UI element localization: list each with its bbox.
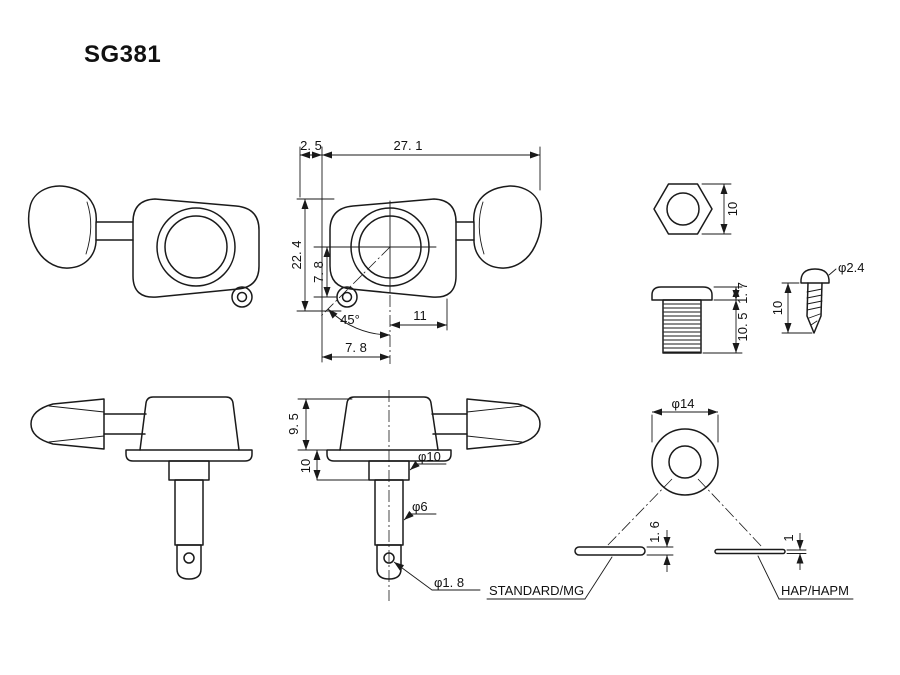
screw-group: φ2.4 10 [770, 260, 865, 334]
label-standard-mg: STANDARD/MG [489, 583, 584, 598]
washer-inner-circle [668, 445, 702, 479]
front-post-tip-right [376, 544, 402, 580]
dim-label-angle: 45° [340, 312, 360, 327]
leader-post-dia [409, 460, 420, 471]
washer-group: φ14 1. 6 1 STANDARD/MG HAP/HAPM [486, 396, 854, 600]
label-hap-hapm: HAP/HAPM [781, 583, 849, 598]
tuner-button-right-facet [478, 201, 485, 255]
hex-nut-outline [653, 183, 713, 235]
washer-side-standard [574, 546, 646, 556]
side-view-group: 2. 5 27. 1 22. 4 7. 8 45° 11 7. 8 [27, 138, 543, 364]
bushing-body [662, 299, 702, 354]
front-button-right [466, 398, 541, 450]
front-post-wide-left [168, 460, 210, 481]
dim-label-overall: 27. 1 [394, 138, 423, 153]
dim-label-hole-offset: 7. 8 [345, 340, 367, 355]
page-title: SG381 [84, 41, 161, 68]
mounting-ear-hole-right [341, 291, 353, 303]
string-hole-right [383, 552, 395, 564]
dim-label-hap-thickness: 1 [781, 534, 796, 541]
dim-label-shaft-dia: φ6 [412, 499, 428, 514]
dim-label-nut: 10 [725, 202, 740, 216]
front-button-left [30, 398, 105, 450]
mounting-ear-left [231, 286, 253, 308]
tuner-button-left-facet [85, 201, 92, 255]
dim-label-hole-dia: φ1. 8 [434, 575, 464, 590]
gear-cover-outer-left [156, 207, 236, 287]
bushing-flange [651, 286, 713, 301]
mounting-ear-hole-left [236, 291, 248, 303]
front-button-right-facet [466, 435, 523, 443]
dim-label-offset: 2. 5 [300, 138, 322, 153]
dim-label-center-to-edge: 11 [413, 308, 427, 323]
projection-line-left [606, 478, 673, 547]
front-base-left [125, 449, 253, 462]
projection-line-right [697, 478, 764, 549]
front-base-right [326, 449, 452, 462]
angle-arc [327, 308, 391, 339]
dim-label-button: 9. 5 [286, 413, 301, 435]
leader-line [828, 268, 837, 276]
screw-threads [806, 288, 823, 326]
dim-label-flange: 1. 7 [735, 282, 750, 304]
dim-label-body: 10. 5 [735, 313, 750, 342]
mounting-ear-right [336, 286, 358, 308]
front-button-left-facet [48, 435, 105, 443]
front-post-narrow-left [174, 479, 204, 546]
bushing-threads [663, 303, 701, 353]
screw-head [800, 268, 830, 284]
front-post-tip-left [176, 544, 202, 580]
dim-label-screw-length: 10 [770, 301, 785, 315]
front-button-right-facet [466, 405, 523, 413]
bushing-group: 1. 7 10. 5 [651, 282, 750, 354]
nut-group: 10 [653, 183, 740, 235]
hex-nut-hole [666, 192, 700, 226]
tuner-button-right [473, 185, 543, 269]
washer-outer-circle [651, 428, 719, 496]
front-housing-left [139, 396, 240, 451]
front-button-left-facet [48, 405, 105, 413]
dim-label-standard-thickness: 1. 6 [647, 521, 662, 543]
gear-cover-inner-left [164, 215, 228, 279]
gear-housing-left [132, 198, 260, 298]
dim-label-height: 22. 4 [289, 241, 304, 270]
dim-label-washer-dia: φ14 [672, 396, 695, 411]
string-hole-left [183, 552, 195, 564]
front-view-group: 9. 5 10 φ10 φ6 φ1. 8 [30, 390, 541, 601]
screw-shank [806, 282, 823, 334]
tuner-button-left [27, 185, 97, 269]
leader-hole-dia [393, 561, 433, 591]
leader-line [584, 556, 613, 600]
dim-label-screw-diameter: φ2.4 [838, 260, 865, 275]
gear-housing-right [329, 198, 457, 298]
dim-label-post-dia: φ10 [418, 449, 441, 464]
dim-label-post-top: 10 [298, 459, 313, 473]
leader-shaft-dia [403, 510, 414, 521]
leader-line [757, 555, 780, 600]
diagonal-centerline [319, 246, 391, 318]
washer-side-hap [714, 548, 786, 555]
front-housing-right [339, 396, 439, 451]
dim-label-center-to-hole: 7. 8 [311, 261, 326, 283]
